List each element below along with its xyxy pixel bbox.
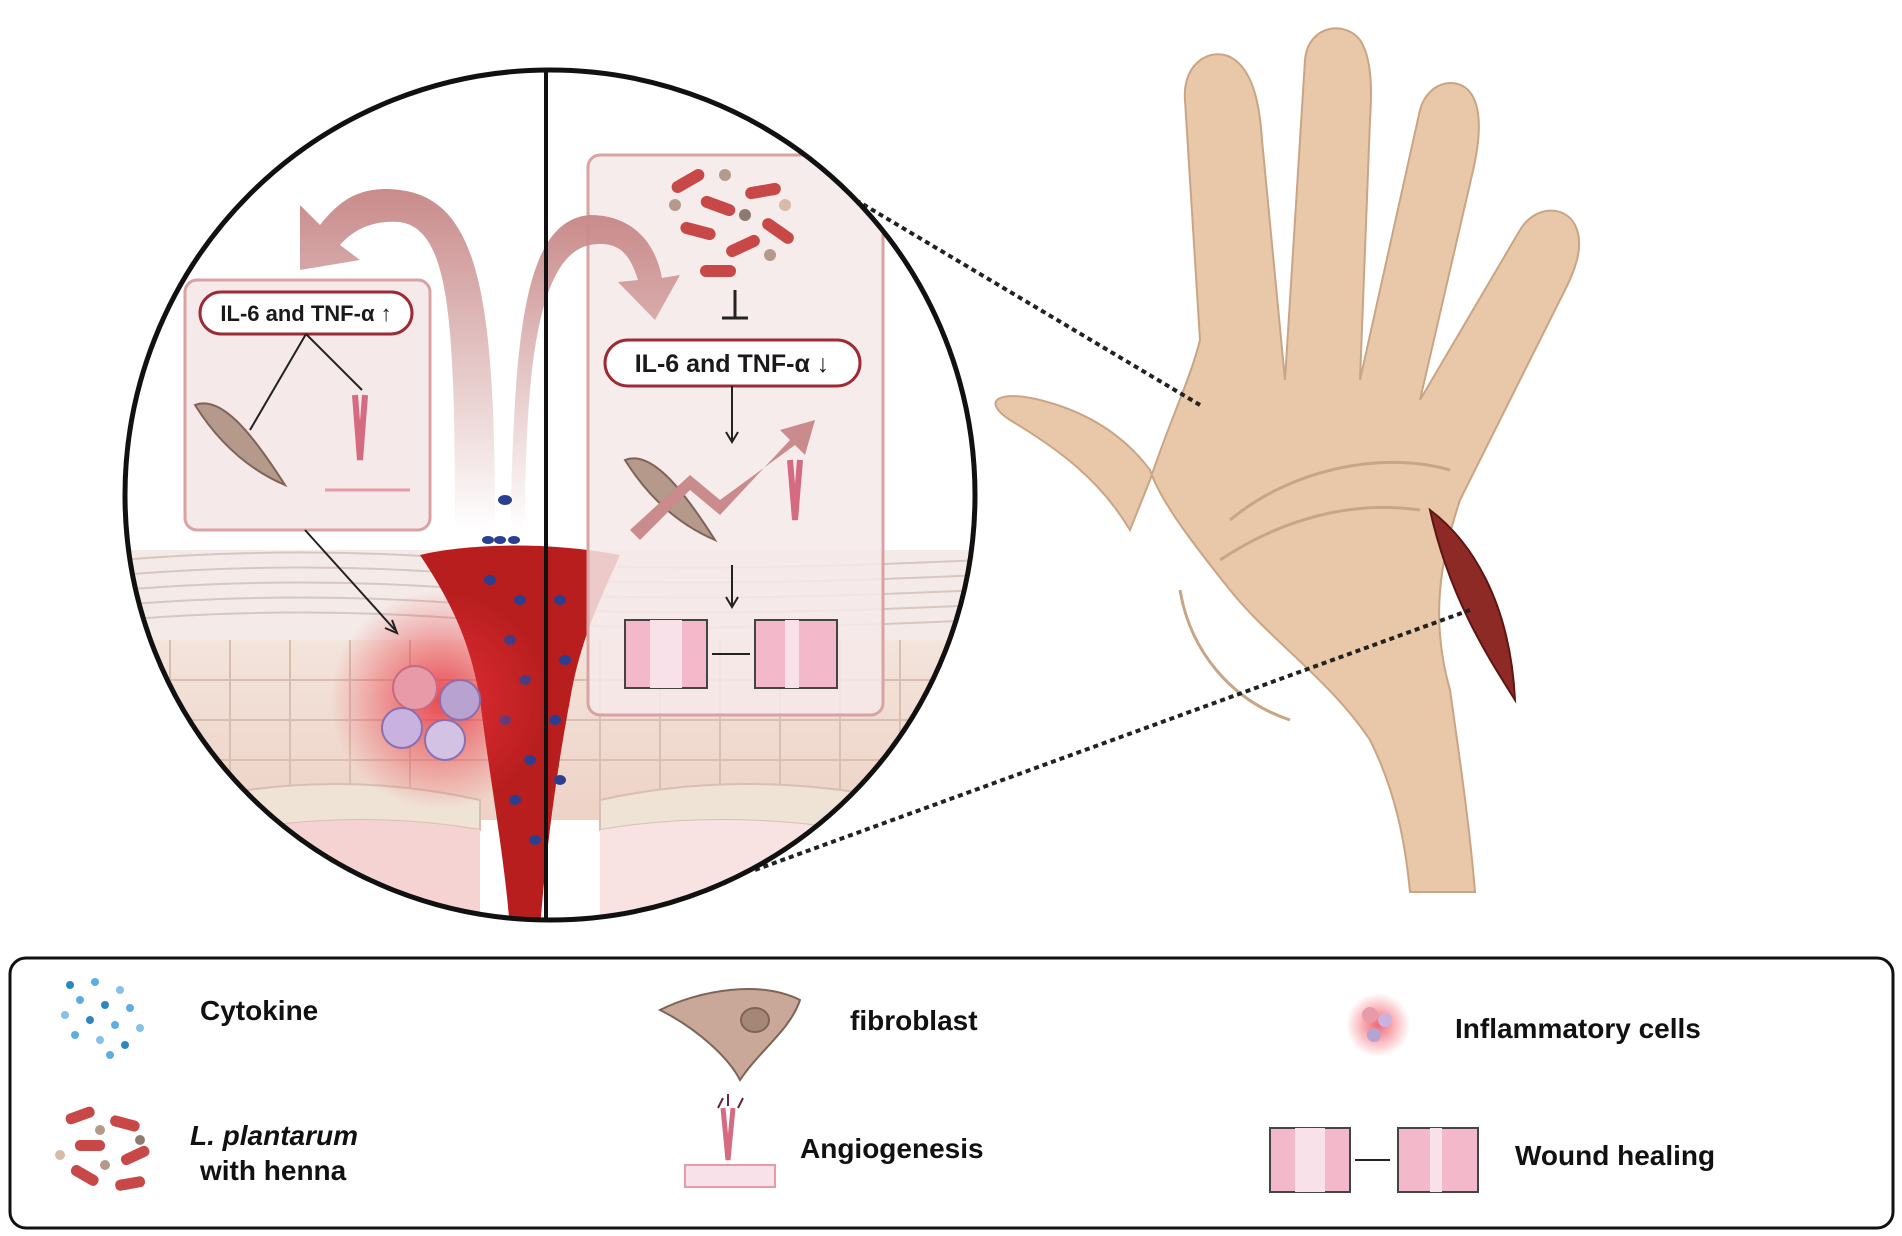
increase-trend-arrow [630, 420, 815, 540]
bacteria-cluster [669, 168, 794, 277]
left-cytokine-label: IL-6 and TNF-α ↑ [220, 301, 391, 326]
legend-l-plantarum-label: L. plantarum [190, 1120, 358, 1151]
left-fibroblast [193, 402, 288, 488]
zoom-circle [122, 67, 978, 923]
right-cytokine-label: IL-6 and TNF-α ↓ [635, 350, 830, 378]
hand-illustration [994, 27, 1581, 893]
left-effect-panel [183, 278, 432, 532]
legend-with-henna-label: with henna [199, 1155, 347, 1186]
left-vessel [352, 394, 368, 461]
legend-fibroblast-label: fibroblast [850, 1005, 978, 1036]
cytokine-icon [61, 978, 144, 1059]
zoom-circle-content: IL-6 and TNF-α ↑ IL-6 and TNF-α ↓ [125, 70, 975, 920]
angiogenesis-icon [684, 1094, 776, 1188]
right-curved-arrow [510, 215, 680, 530]
inflammatory-cells-icon [1346, 993, 1410, 1057]
legend-inflammatory-label: Inflammatory cells [1455, 1013, 1701, 1044]
inflammatory-cells [381, 665, 481, 761]
zoom-line-bottom [754, 608, 1471, 872]
wound-healing-icon [1269, 1127, 1479, 1193]
l-plantarum-icon [55, 1106, 150, 1191]
legend-angiogenesis-label: Angiogenesis [800, 1133, 984, 1164]
left-curved-arrow [300, 189, 495, 530]
palm-wound [1428, 507, 1517, 704]
right-vessel [787, 459, 803, 521]
legend-cytokine-label: Cytokine [200, 995, 318, 1026]
legend-wound-healing-label: Wound healing [1515, 1140, 1715, 1171]
